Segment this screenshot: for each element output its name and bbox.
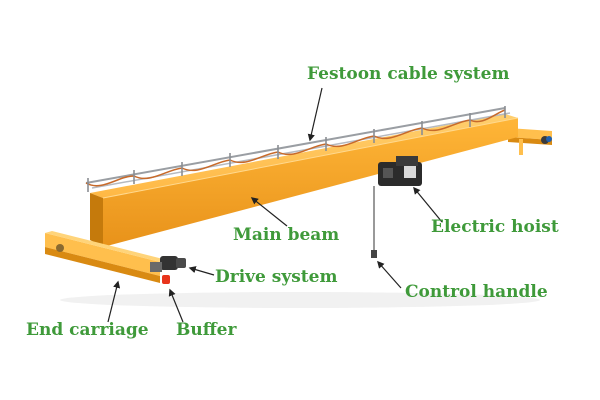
label-control-handle: Control handle <box>405 282 548 302</box>
left-end-carriage <box>45 231 167 283</box>
label-drive-system: Drive system <box>215 267 338 287</box>
label-buffer: Buffer <box>176 320 237 340</box>
drive-system-graphic <box>150 256 186 272</box>
label-main-beam: Main beam <box>233 225 340 245</box>
right-end-carriage <box>508 128 552 155</box>
callout-arrows <box>107 87 443 323</box>
ground-shadow <box>60 292 540 308</box>
buffer-graphic <box>162 275 170 284</box>
label-end-carriage: End carriage <box>26 320 149 340</box>
festoon-cable-graphic <box>85 106 511 192</box>
main-beam-shape <box>90 114 519 247</box>
label-festoon-cable-system: Festoon cable system <box>307 64 510 84</box>
electric-hoist-graphic <box>371 156 422 258</box>
label-electric-hoist: Electric hoist <box>431 217 559 237</box>
